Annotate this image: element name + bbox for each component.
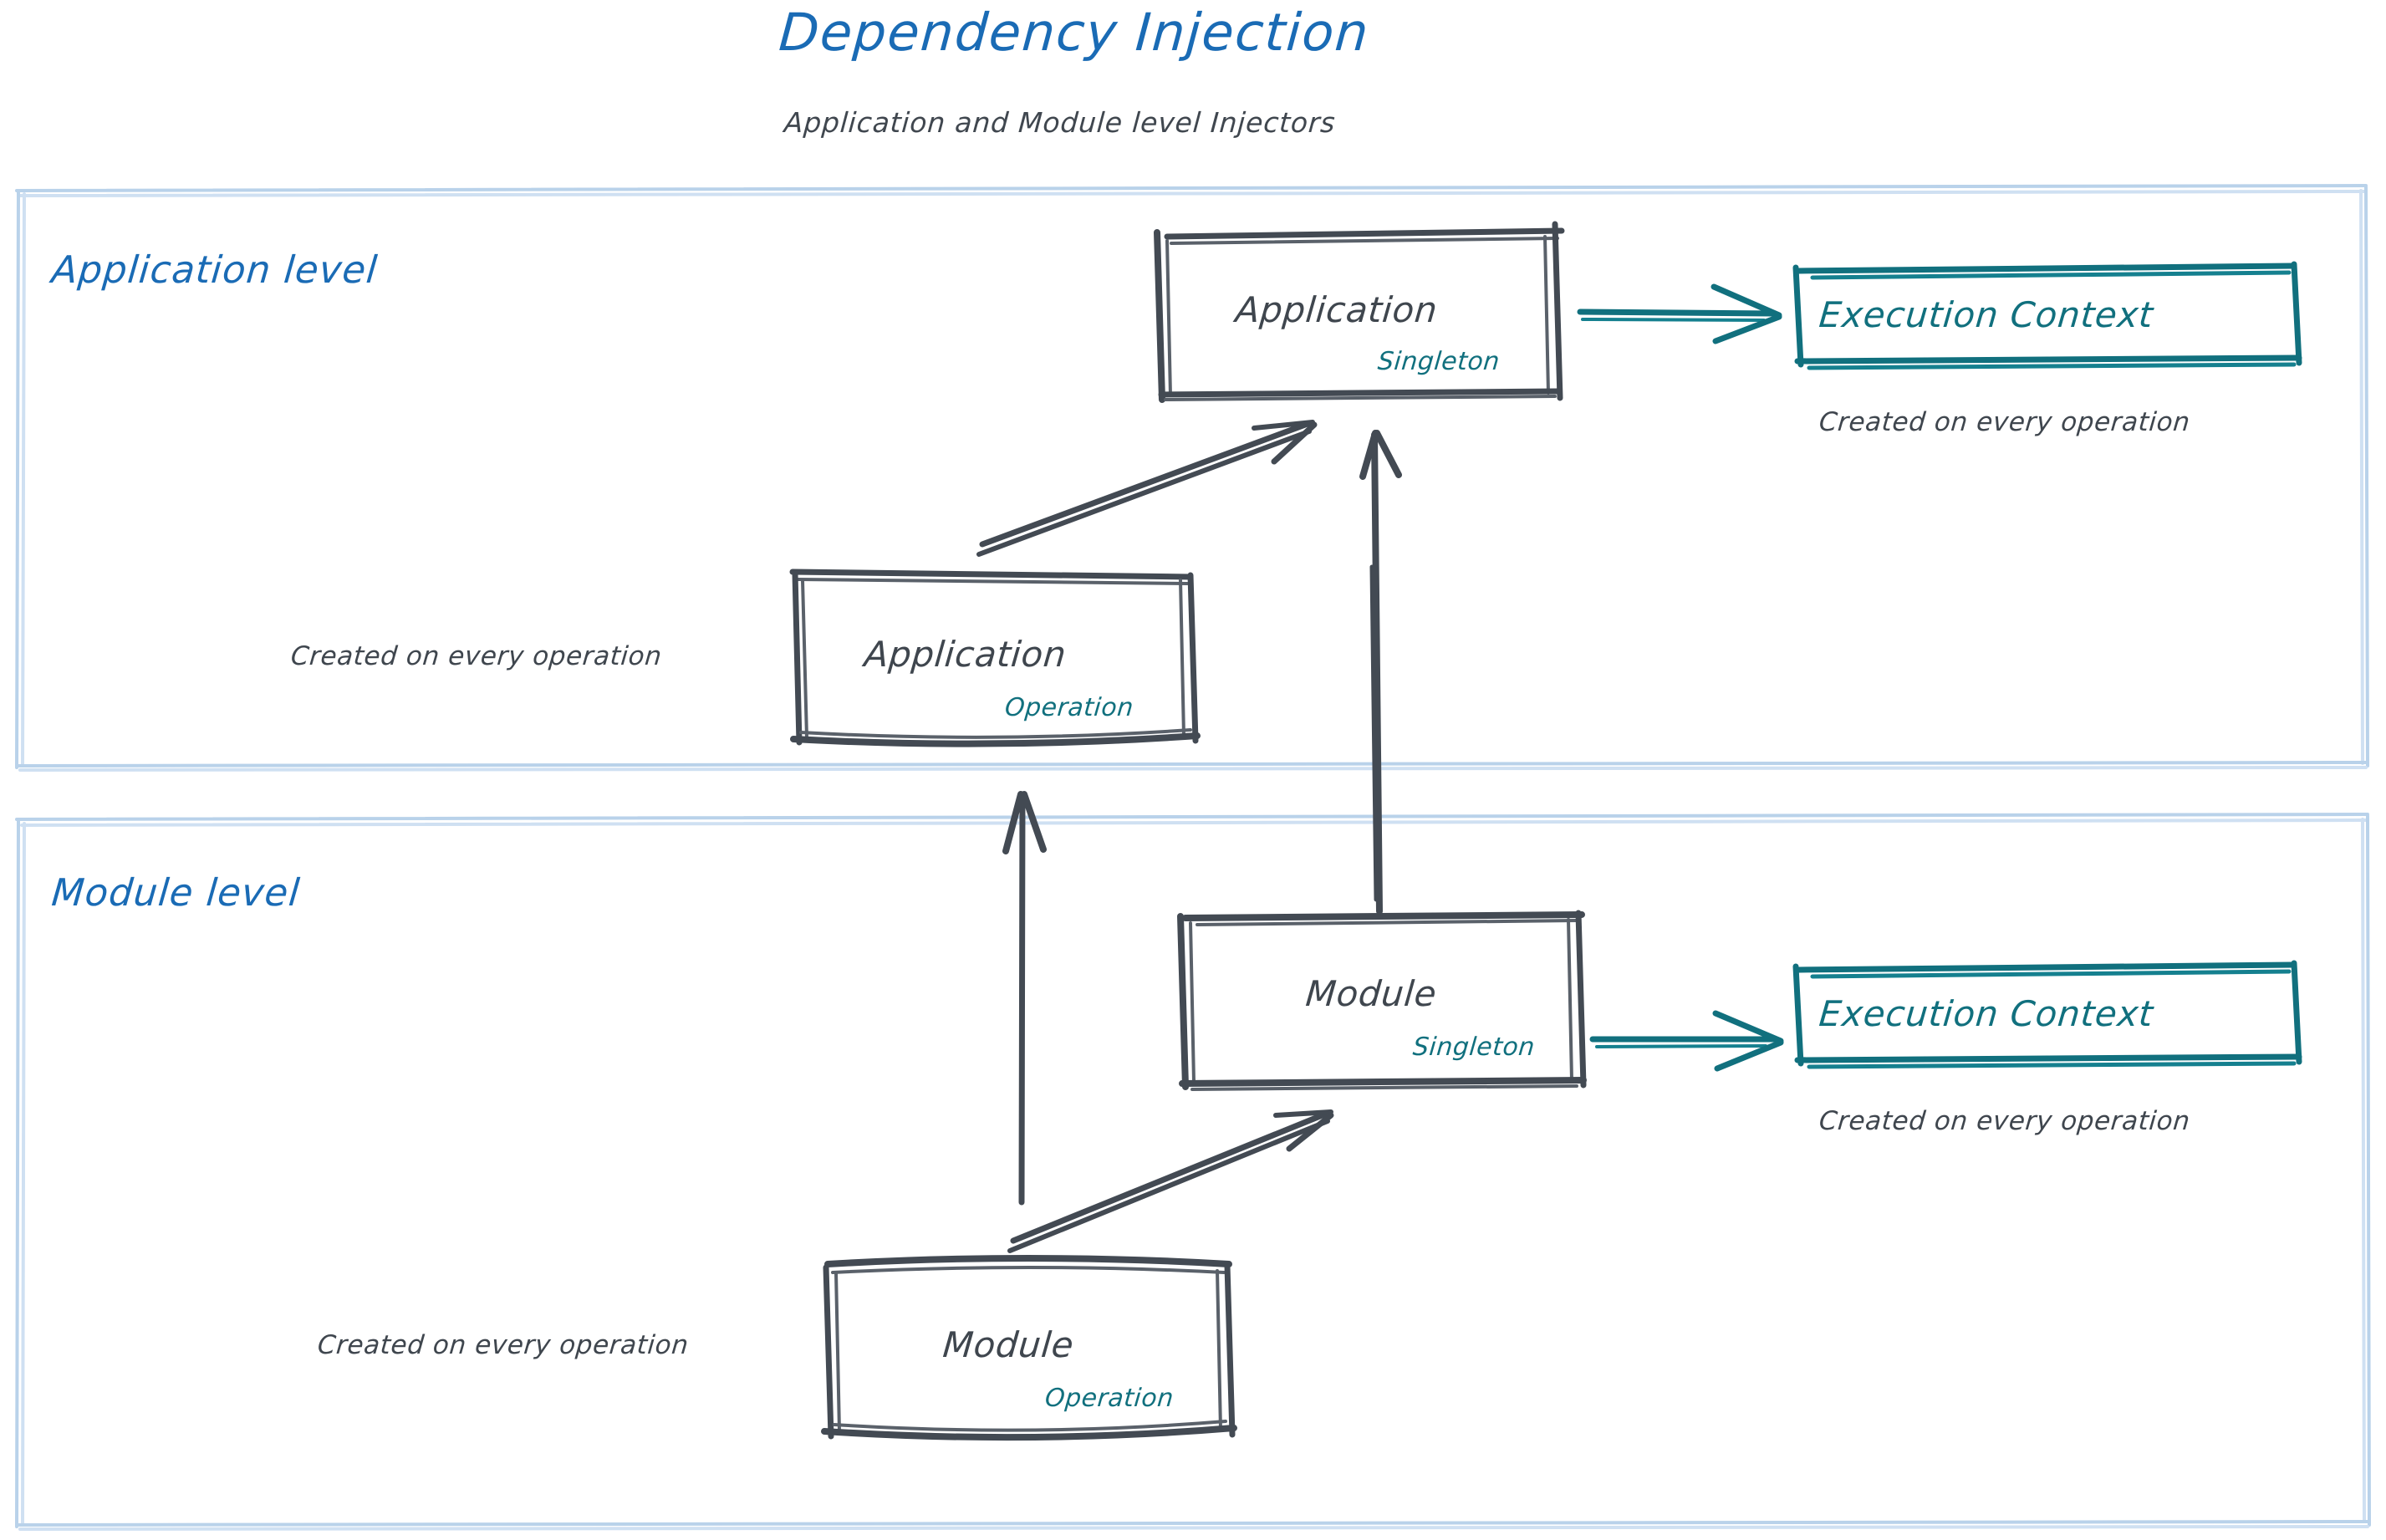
node-scope-application-singleton: Singleton [1376, 347, 1501, 376]
context-label-module-execution-context: Execution Context [1817, 993, 2155, 1034]
node-module-singleton-frame[interactable] [1177, 910, 1587, 1091]
node-label-application-singleton: Application [1233, 289, 1440, 330]
context-note-application-execution-context: Created on every operation [1818, 407, 2192, 437]
context-label-application-execution-context: Execution Context [1817, 294, 2155, 335]
edge-module-operation-to-app-operation [1002, 791, 1047, 1206]
context-module-execution-context-frame[interactable] [1792, 960, 2302, 1069]
node-scope-application-operation: Operation [1003, 693, 1135, 722]
edge-app-singleton-to-app-context [1577, 283, 1782, 344]
node-scope-module-operation: Operation [1043, 1384, 1175, 1413]
lane-module-level-frame [15, 813, 2371, 1531]
lane-application-level-frame [15, 184, 2369, 772]
annotation-module-operation-note: Created on every operation [316, 1330, 691, 1360]
page-subtitle: Application and Module level Injectors [783, 106, 1337, 139]
node-application-singleton-frame[interactable] [1154, 221, 1565, 403]
node-label-module-operation: Module [941, 1324, 1076, 1365]
edge-module-singleton-to-module-context [1589, 1010, 1784, 1072]
node-module-operation-frame[interactable] [821, 1255, 1237, 1441]
edge-app-operation-to-app-singleton [976, 420, 1318, 557]
edge-module-operation-to-module-singleton [1007, 1109, 1334, 1253]
node-application-operation-frame[interactable] [789, 569, 1201, 747]
context-application-execution-context-frame[interactable] [1792, 261, 2302, 370]
edge-module-singleton-to-app-singleton [1359, 430, 1402, 915]
node-label-module-singleton: Module [1303, 973, 1439, 1014]
lane-title-application-level: Application level [49, 247, 380, 292]
node-label-application-operation: Application [862, 634, 1068, 675]
node-scope-module-singleton: Singleton [1411, 1033, 1537, 1062]
lane-title-module-level: Module level [49, 870, 303, 915]
page-title: Dependency Injection [777, 2, 1372, 63]
context-note-module-execution-context: Created on every operation [1818, 1106, 2192, 1136]
annotation-application-operation-note: Created on every operation [289, 641, 664, 671]
